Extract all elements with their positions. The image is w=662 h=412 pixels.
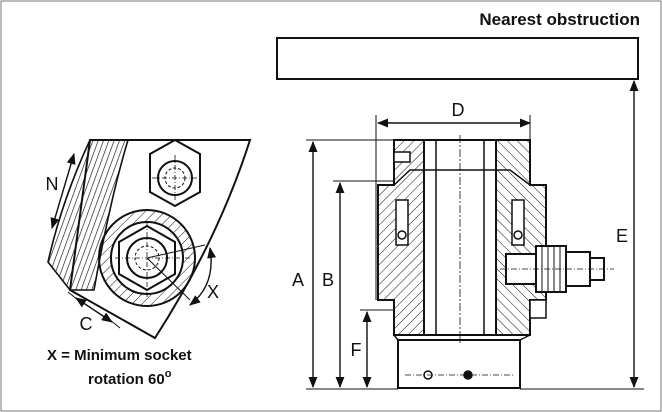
dim-e-label: E bbox=[616, 226, 628, 246]
rotation-note-line1: X = Minimum socket bbox=[47, 347, 192, 364]
dim-x-label: X bbox=[207, 282, 219, 302]
dim-x-arc bbox=[189, 246, 217, 306]
dim-c-label: C bbox=[80, 314, 93, 334]
base-block bbox=[397, 339, 521, 389]
dim-c-line bbox=[75, 297, 113, 323]
dim-a-label: A bbox=[292, 270, 304, 290]
obstruction-bar bbox=[276, 37, 639, 80]
dim-b-label: B bbox=[322, 270, 334, 290]
dim-n-label: N bbox=[46, 174, 59, 194]
socket-rotation-detail: N X C X = Minimum socket rotation 60o bbox=[46, 138, 252, 388]
dim-d-label: D bbox=[452, 100, 465, 120]
rotation-note-line2: rotation 60o bbox=[88, 368, 172, 388]
cylinder-section: D A B F E bbox=[292, 79, 644, 390]
hydraulic-coupler bbox=[500, 245, 614, 293]
dim-n-line bbox=[50, 152, 76, 230]
dim-f-label: F bbox=[351, 340, 362, 360]
obstruction-title: Nearest obstruction bbox=[479, 10, 640, 29]
